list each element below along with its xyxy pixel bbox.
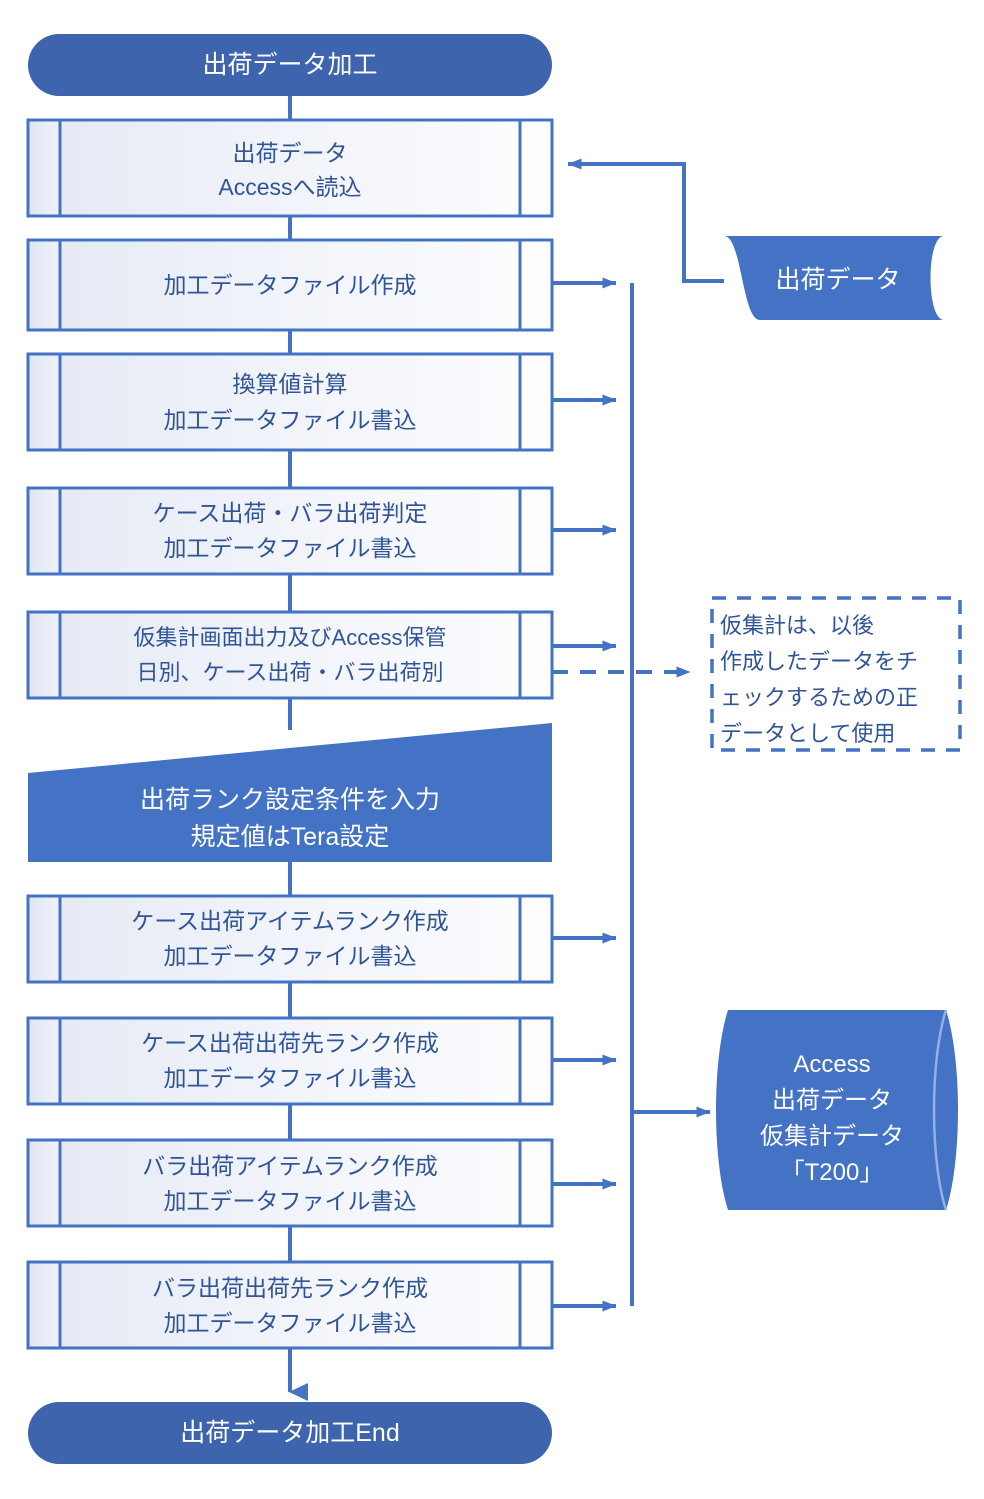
process-step-p10-line-2: 加工データファイル書込 bbox=[164, 1310, 417, 1336]
database-access-t200-line-2: 出荷データ bbox=[772, 1087, 892, 1114]
data-source-shipping-data-label: 出荷データ bbox=[775, 266, 900, 294]
database-access-t200-line-4: 「T200」 bbox=[781, 1159, 884, 1186]
process-step-p5-line-2: 日別、ケース出荷・バラ出荷別 bbox=[137, 660, 444, 685]
note-provisional-total: 仮集計は、以後 作成したデータをチ ェックするための正 データとして使用 bbox=[710, 596, 962, 752]
process-step-p3-line-2: 加工データファイル書込 bbox=[164, 407, 417, 433]
start-terminator[interactable]: 出荷データ加工 bbox=[28, 34, 552, 96]
process-step-p8[interactable]: ケース出荷出荷先ランク作成 加工データファイル書込 bbox=[26, 1016, 554, 1106]
manual-input-p6-line-1: 出荷ランク設定条件を入力 bbox=[140, 786, 440, 814]
process-step-p9-line-2: 加工データファイル書込 bbox=[164, 1188, 417, 1214]
database-access-t200-line-3: 仮集計データ bbox=[760, 1123, 904, 1150]
database-access-t200[interactable]: Access 出荷データ 仮集計データ 「T200」 bbox=[716, 1009, 958, 1211]
note-provisional-total-line-2: 作成したデータをチ bbox=[720, 649, 918, 674]
process-step-p1-line-1: 出荷データ bbox=[233, 140, 348, 166]
process-step-p4[interactable]: ケース出荷・バラ出荷判定 加工データファイル書込 bbox=[26, 486, 554, 576]
process-step-p2-line-1: 加工データファイル作成 bbox=[164, 272, 417, 298]
connector-lines bbox=[288, 94, 724, 1401]
process-step-p4-line-1: ケース出荷・バラ出荷判定 bbox=[153, 500, 428, 526]
process-step-p5-line-1: 仮集計画面出力及びAccess保管 bbox=[134, 625, 447, 650]
manual-input-p6[interactable]: 出荷ランク設定条件を入力 規定値はTera設定 bbox=[28, 723, 552, 862]
end-terminator[interactable]: 出荷データ加工End bbox=[28, 1402, 552, 1464]
process-step-p8-line-2: 加工データファイル書込 bbox=[164, 1065, 417, 1091]
process-step-p2[interactable]: 加工データファイル作成 bbox=[26, 238, 554, 332]
process-step-p10-line-1: バラ出荷出荷先ランク作成 bbox=[152, 1275, 428, 1301]
end-terminator-label: 出荷データ加工End bbox=[180, 1419, 399, 1447]
connector-data-to-p1 bbox=[567, 158, 724, 283]
note-provisional-total-line-3: ェックするための正 bbox=[720, 685, 918, 710]
process-step-p9[interactable]: バラ出荷アイテムランク作成 加工データファイル書込 bbox=[26, 1138, 554, 1228]
start-terminator-label: 出荷データ加工 bbox=[202, 51, 377, 79]
database-access-t200-line-1: Access bbox=[793, 1051, 870, 1078]
process-step-p3-line-1: 換算値計算 bbox=[233, 371, 348, 397]
process-step-p5[interactable]: 仮集計画面出力及びAccess保管 日別、ケース出荷・バラ出荷別 bbox=[26, 610, 554, 700]
manual-input-p6-line-2: 規定値はTera設定 bbox=[191, 823, 390, 851]
process-step-p9-line-1: バラ出荷アイテムランク作成 bbox=[142, 1153, 438, 1179]
process-step-p10[interactable]: バラ出荷出荷先ランク作成 加工データファイル書込 bbox=[26, 1260, 554, 1350]
data-source-shipping-data[interactable]: 出荷データ bbox=[724, 236, 944, 320]
process-step-p7-line-2: 加工データファイル書込 bbox=[164, 943, 417, 969]
process-step-p4-line-2: 加工データファイル書込 bbox=[164, 535, 417, 561]
process-step-p3[interactable]: 換算値計算 加工データファイル書込 bbox=[26, 352, 554, 452]
process-step-p1[interactable]: 出荷データ Accessへ読込 bbox=[26, 118, 554, 218]
process-step-p8-line-1: ケース出荷出荷先ランク作成 bbox=[141, 1030, 439, 1056]
process-step-p7[interactable]: ケース出荷アイテムランク作成 加工データファイル書込 bbox=[26, 894, 554, 984]
note-provisional-total-line-1: 仮集計は、以後 bbox=[720, 613, 874, 638]
process-step-p1-line-2: Accessへ読込 bbox=[218, 174, 361, 200]
note-provisional-total-line-4: データとして使用 bbox=[720, 721, 895, 746]
process-step-p7-line-1: ケース出荷アイテムランク作成 bbox=[131, 908, 448, 934]
